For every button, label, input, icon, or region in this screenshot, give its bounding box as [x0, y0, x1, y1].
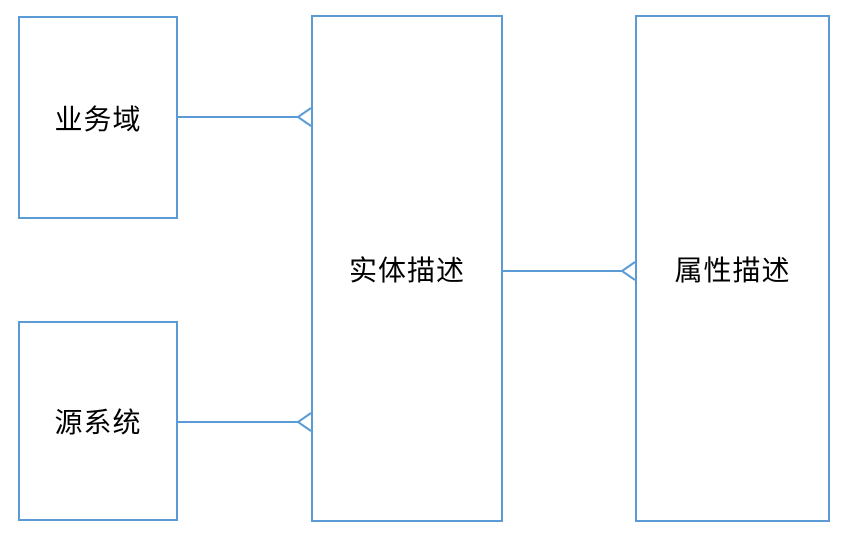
- node-entity-description-label: 实体描述: [348, 254, 465, 286]
- connector-source-system-to-entity-description: [178, 412, 312, 432]
- node-business-domain: 业务域: [18, 16, 178, 219]
- connector-entity-description-to-attribute-description: [503, 261, 636, 281]
- node-entity-description: 实体描述: [311, 15, 503, 522]
- node-attribute-description-label: 属性描述: [674, 254, 791, 286]
- node-source-system: 源系统: [18, 321, 178, 521]
- open-arrowhead-icon: [296, 107, 312, 127]
- node-business-domain-label: 业务域: [54, 103, 142, 135]
- open-arrowhead-icon: [296, 412, 312, 432]
- node-source-system-label: 源系统: [54, 407, 142, 438]
- node-attribute-description: 属性描述: [635, 15, 830, 522]
- connector-business-domain-to-entity-description: [178, 107, 312, 127]
- open-arrowhead-icon: [620, 261, 636, 281]
